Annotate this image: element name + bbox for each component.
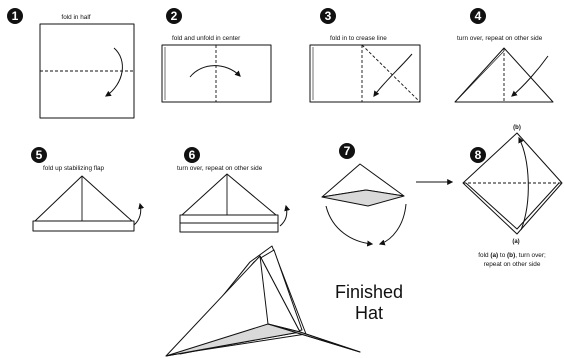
step-1: 1 fold in half [7, 8, 135, 119]
step-5-number: 5 [36, 148, 43, 162]
step-2-fold-arrow [189, 65, 241, 78]
step-8-caption-line-1: fold (a) to (b), turn over; [478, 252, 546, 259]
step-4-number: 4 [475, 9, 482, 23]
step-7-number: 7 [344, 144, 351, 158]
step-2-folded-paper [161, 44, 272, 103]
step-8-number: 8 [475, 148, 482, 162]
step-1-fold-arrow [105, 47, 123, 97]
step-8-point-b: (b) [513, 125, 521, 131]
step-5-caption: fold up stabilizing flap [43, 165, 105, 172]
step-2-badge: 2 [166, 8, 182, 24]
step-5: 5 fold up stabilizing flap [31, 147, 145, 232]
finished-title-line-1: Finished [335, 282, 403, 302]
step-6: 6 turn over, repeat on other side [177, 147, 291, 233]
step-2: 2 fold and unfold in center [161, 8, 272, 103]
step-8-point-a: (a) [512, 239, 519, 245]
step-8-caption-prefix: fold [478, 252, 490, 259]
step-4-badge: 4 [470, 8, 486, 24]
step-5-triangle-paper [34, 175, 133, 222]
step-7-badge: 7 [339, 143, 355, 159]
step-6-caption: turn over, repeat on other side [177, 165, 263, 172]
step-7-hat-brim [321, 189, 405, 207]
step-5-badge: 5 [31, 147, 47, 163]
finished-hat-brim-right [267, 323, 361, 353]
step-8-caption-a: (a) [490, 252, 498, 259]
step-6-fold-arrow [279, 204, 291, 227]
step-8-fold-arrow [518, 136, 529, 231]
step-6-number: 6 [189, 148, 196, 162]
step-6-raised-flap [179, 214, 279, 224]
step-7-pull-arrow-right [378, 203, 407, 246]
step-3-folded-paper [309, 44, 421, 103]
step-6-bottom-flap [179, 222, 279, 233]
step-3: 3 fold in to crease line [309, 8, 421, 103]
step-4-fold-arrow [511, 55, 549, 97]
step-1-badge: 1 [7, 8, 23, 24]
step-5-fold-arrow [133, 202, 145, 226]
finished-title-line-2: Hat [355, 303, 383, 323]
step-3-caption: fold in to crease line [330, 35, 387, 42]
step-4: 4 turn over, repeat on other side [454, 8, 554, 103]
step-7: 7 [321, 143, 454, 247]
step-4-inner-edge [457, 50, 505, 100]
step-3-badge: 3 [320, 8, 336, 24]
step-8-caption-suffix: , turn over; [515, 252, 546, 259]
step-3-number: 3 [325, 9, 332, 23]
step-5-bottom-flap [32, 220, 135, 232]
step-8-inner-layer [465, 182, 560, 230]
step-8-caption-mid: to [498, 252, 507, 259]
finished-hat: Finished Hat [165, 245, 403, 357]
step-3-fold-arrow [373, 53, 413, 97]
step-2-number: 2 [171, 9, 178, 23]
step-6-triangle-paper [181, 173, 277, 216]
step-6-badge: 6 [184, 147, 200, 163]
step-8-caption-line-2: repeat on other side [484, 261, 541, 268]
step-4-caption: turn over, repeat on other side [457, 35, 543, 42]
step-8-badge: 8 [470, 147, 486, 163]
step-2-caption: fold and unfold in center [172, 35, 241, 42]
step-7-pull-arrow-left [325, 205, 374, 247]
step-8: 8 (b) (a) fold (a) to (b), turn over; re… [462, 125, 563, 268]
step-1-caption: fold in half [61, 14, 90, 21]
step-3-diagonal-fold-line [361, 44, 421, 103]
step-8-caption-b: (b) [507, 252, 515, 259]
step-1-number: 1 [12, 9, 19, 23]
